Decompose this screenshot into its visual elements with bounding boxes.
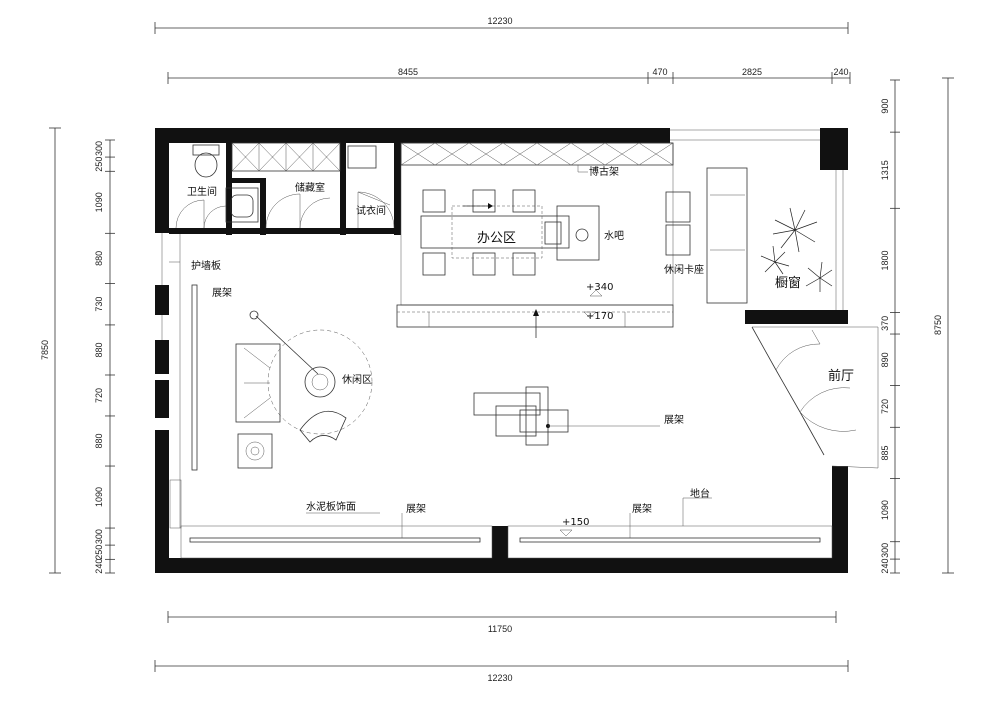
- bottom-inner-dimension: 11750: [167, 611, 837, 634]
- storage-shelves: [231, 142, 341, 172]
- dimension-segment-label: 890: [880, 352, 890, 367]
- bottom-inner-label: 11750: [488, 624, 512, 634]
- top-overall-dimension: 12230: [154, 16, 849, 34]
- dimension-segment-label: 300: [94, 141, 104, 156]
- armchair-icon: [299, 410, 347, 443]
- water-bar-counter: [556, 205, 600, 261]
- top-overall-label: 12230: [487, 16, 512, 26]
- office-label: 办公区: [477, 231, 516, 246]
- leisure-area: [169, 234, 373, 528]
- window-display-label: 橱窗: [775, 275, 801, 291]
- lobby-label: 前厅: [828, 368, 854, 384]
- dimension-segment-label: 880: [94, 251, 104, 266]
- dimension-segment-label: 1090: [94, 487, 104, 507]
- top-segment-4: 240: [833, 67, 848, 77]
- office-chairs: [422, 189, 562, 276]
- office-area: [396, 142, 748, 338]
- restroom-door: [175, 199, 205, 229]
- bottom-overall-label: 12230: [487, 673, 512, 683]
- platform-level-label: +150: [562, 517, 589, 528]
- dimension-segment-label: 250: [94, 157, 104, 172]
- top-segment-2: 470: [652, 67, 667, 77]
- office-table: [420, 215, 570, 249]
- right-overall-dimension: 8750: [933, 77, 954, 574]
- bottom-overall-dimension: 12230: [154, 660, 849, 683]
- left-display-shelf: [191, 284, 198, 471]
- bottom-shelf-b-label: 展架: [632, 503, 652, 515]
- water-bar-label: 水吧: [604, 230, 624, 242]
- dimension-segment-label: 370: [880, 316, 890, 331]
- dimension-segment-label: 880: [94, 342, 104, 357]
- top-segment-1: 8455: [398, 67, 418, 77]
- center-shelf-label: 展架: [664, 414, 684, 426]
- fitting-label: 试衣间: [356, 204, 386, 217]
- dimension-segment-label: 1315: [880, 160, 890, 180]
- left-overall-label: 7850: [40, 340, 50, 360]
- sofa-icon: [235, 343, 281, 423]
- center-display: [473, 386, 660, 446]
- step-level-label: +170: [586, 311, 613, 322]
- coffee-table-icon: [304, 366, 336, 398]
- storage-label: 储藏室: [295, 181, 325, 194]
- booth-seat-2: [665, 224, 691, 256]
- dimension-segment-label: 720: [94, 388, 104, 403]
- dimension-segment-label: 885: [880, 445, 890, 460]
- left-shelf-label: 展架: [212, 287, 232, 299]
- right-overall-label: 8750: [933, 315, 943, 335]
- antique-shelf: [400, 142, 674, 166]
- dimension-segment-label: 900: [880, 99, 890, 114]
- office-step: [396, 304, 674, 328]
- storage-door: [265, 193, 301, 229]
- lounge-booth-label: 休闲卡座: [664, 263, 704, 276]
- fitting-chair-icon: [347, 145, 377, 169]
- top-segment-dimensions: 8455 470 2825 240: [167, 67, 851, 84]
- toilet-icon: [192, 144, 220, 178]
- bottom-shelf-a-label: 展架: [406, 503, 426, 515]
- leisure-label: 休闲区: [342, 373, 372, 386]
- dimension-segment-label: 720: [880, 399, 890, 414]
- dimension-segment-label: 1090: [880, 500, 890, 520]
- plant-icon: [760, 207, 833, 292]
- dimension-segment-label: 300: [880, 543, 890, 558]
- sink-icon: [575, 228, 589, 242]
- wall-panel-label: 护墙板: [191, 259, 221, 272]
- dimension-segment-label: 1090: [94, 192, 104, 212]
- platform-label: 地台: [690, 487, 710, 500]
- service-rooms: [169, 142, 401, 235]
- fitting-door: [357, 191, 395, 229]
- dimension-segment-label: 1800: [880, 250, 890, 270]
- office-level-label: +340: [586, 282, 613, 293]
- dimension-segment-label: 240: [94, 559, 104, 574]
- dimension-segment-label: 880: [94, 433, 104, 448]
- restroom-label: 卫生间: [187, 185, 217, 198]
- booth-seat-1: [665, 191, 691, 223]
- dimension-segment-label: 250: [94, 545, 104, 560]
- stool-icon: [237, 433, 273, 469]
- cement-board-label: 水泥板饰面: [306, 500, 356, 513]
- antique-shelf-label: 博古架: [589, 165, 619, 178]
- dimension-segment-label: 300: [94, 529, 104, 544]
- booth-bench: [706, 167, 748, 304]
- bottom-shelves: [169, 479, 833, 559]
- left-overall-dimension: 7850: [40, 127, 61, 574]
- entrance-doors: [751, 326, 879, 469]
- basin-icon: [225, 187, 259, 223]
- outer-walls: [155, 128, 848, 573]
- top-segment-3: 2825: [742, 67, 762, 77]
- dimension-segment-label: 730: [94, 297, 104, 312]
- dimension-segment-label: 240: [880, 559, 890, 574]
